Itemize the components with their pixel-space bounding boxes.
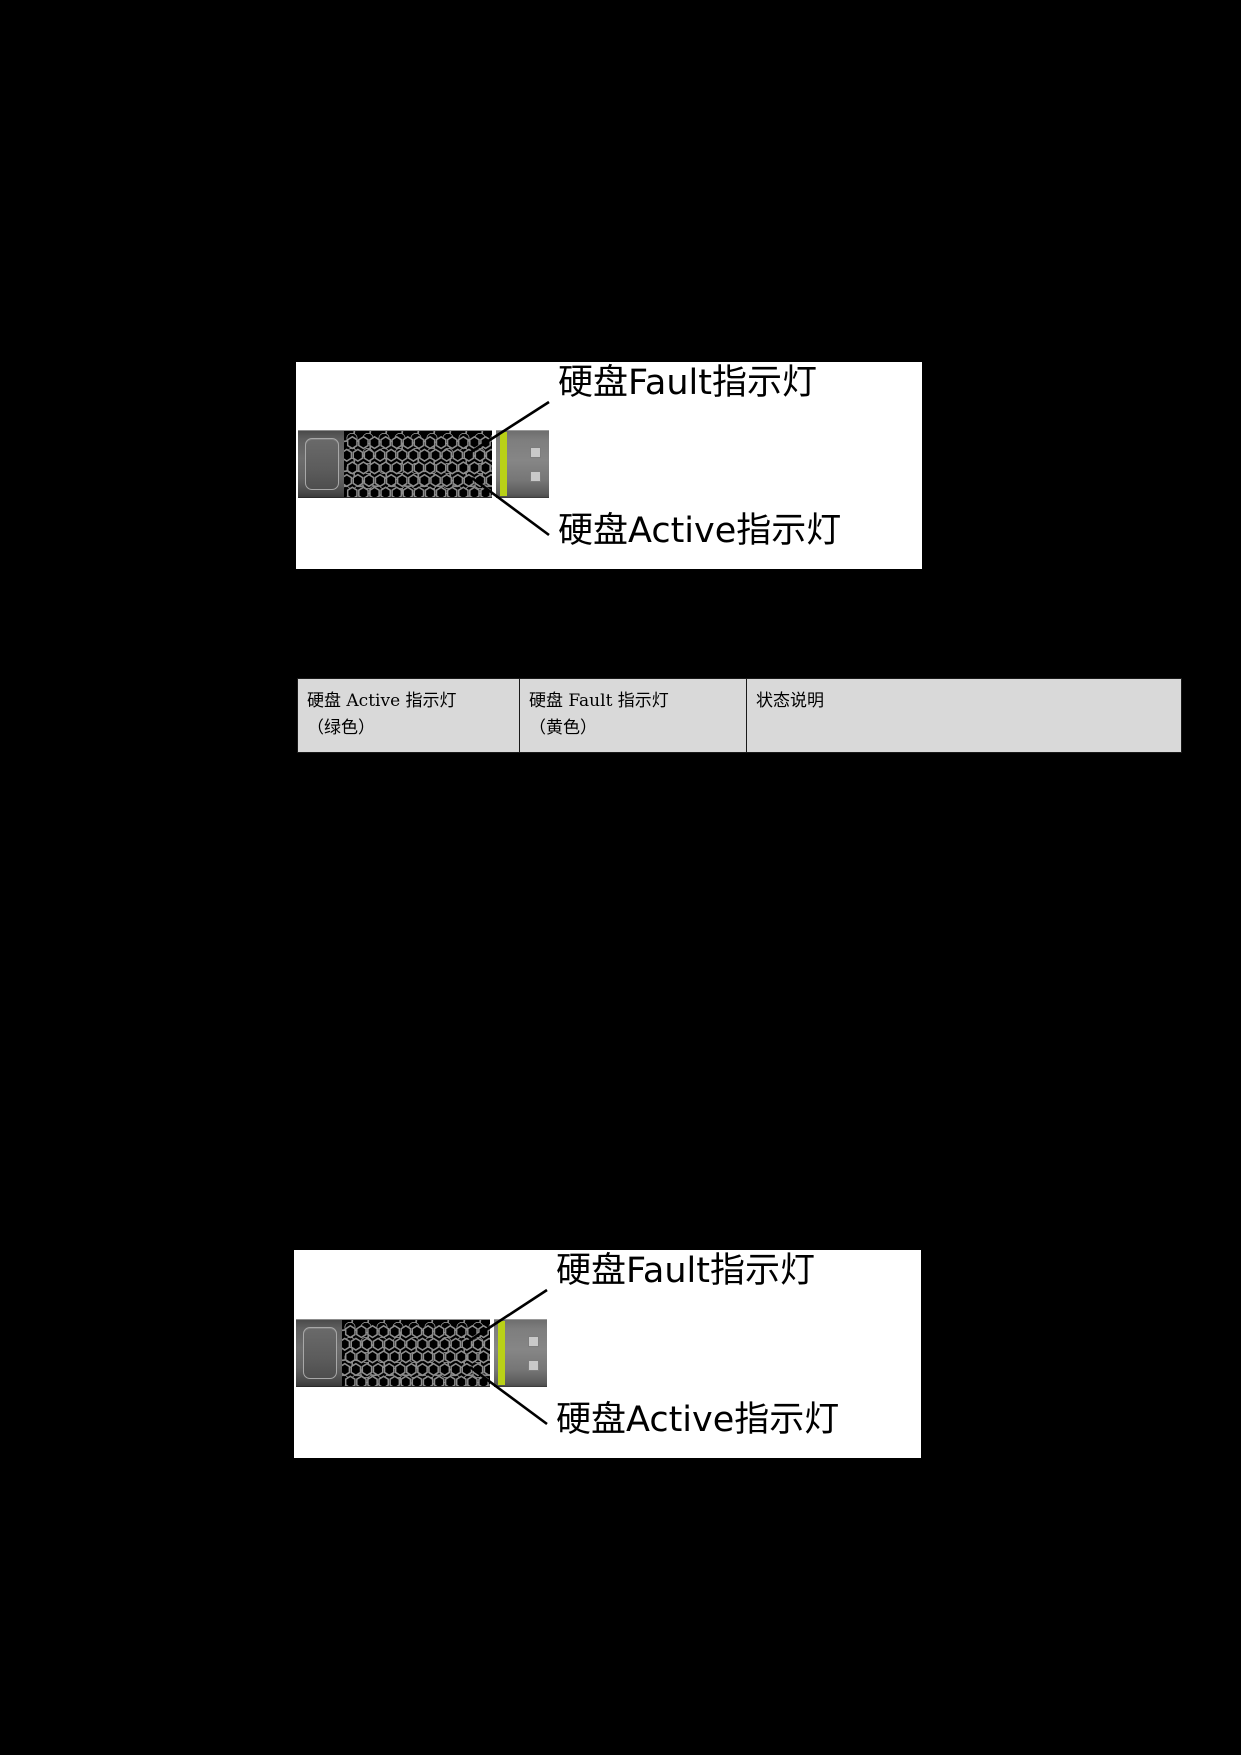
header-text-line1: 硬盘 Active 指示灯 [307, 691, 457, 711]
disk-drive-tray [296, 1319, 547, 1387]
drive-latch-module [496, 430, 549, 498]
callout-label-disk-active: 硬盘Active指示灯 [558, 511, 842, 551]
drive-tray-mesh-icon [342, 1320, 490, 1386]
disk-fault-led [530, 447, 541, 458]
table-header-active-led: 硬盘 Active 指示灯 （绿色） [297, 677, 520, 754]
disk-active-led [528, 1360, 539, 1371]
disk-drive-tray [298, 430, 549, 498]
disk-led-status-table: 硬盘 Active 指示灯 （绿色） 硬盘 Fault 指示灯 （黄色） 状态说… [297, 677, 1182, 754]
drive-tray-body [298, 430, 492, 498]
latch-green-stripe [500, 432, 507, 496]
header-text-line2: （绿色） [307, 717, 375, 738]
drive-tray-mesh-icon [344, 431, 492, 497]
figure-hard-disk-indicators-1: 硬盘Fault指示灯 硬盘Active指示灯 [296, 362, 922, 569]
callout-label-disk-fault: 硬盘Fault指示灯 [558, 363, 817, 403]
table-header-row: 硬盘 Active 指示灯 （绿色） 硬盘 Fault 指示灯 （黄色） 状态说… [297, 677, 1182, 754]
drive-tray-handle[interactable] [303, 1327, 337, 1379]
header-text-line1: 硬盘 Fault 指示灯 [529, 691, 669, 711]
disk-fault-led [528, 1336, 539, 1347]
drive-tray-body [296, 1319, 490, 1387]
header-text-line1: 状态说明 [756, 691, 824, 711]
callout-label-disk-fault: 硬盘Fault指示灯 [556, 1251, 815, 1291]
table-header-fault-led: 硬盘 Fault 指示灯 （黄色） [519, 677, 747, 754]
latch-green-stripe [498, 1321, 505, 1385]
tray-separator [492, 430, 496, 498]
figure-hard-disk-indicators-2: 硬盘Fault指示灯 硬盘Active指示灯 [294, 1250, 921, 1458]
disk-active-led [530, 471, 541, 482]
header-text-line2: （黄色） [529, 717, 597, 738]
table-header-status-description: 状态说明 [746, 677, 1182, 754]
drive-tray-handle[interactable] [305, 438, 339, 490]
callout-label-disk-active: 硬盘Active指示灯 [556, 1400, 840, 1440]
tray-separator [490, 1319, 494, 1387]
drive-latch-module [494, 1319, 547, 1387]
